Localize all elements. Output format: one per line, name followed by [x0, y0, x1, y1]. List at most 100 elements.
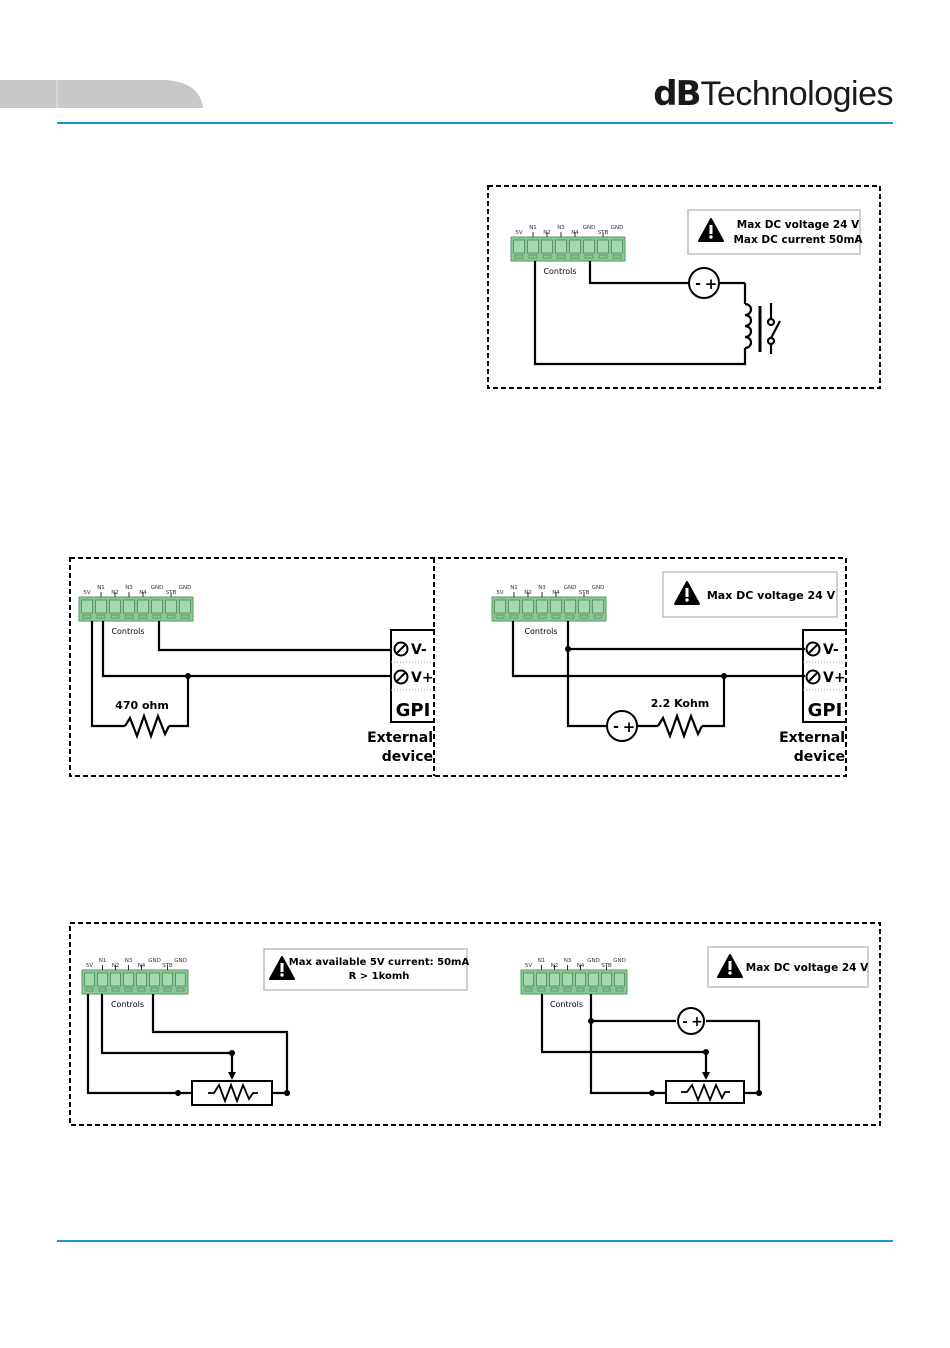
diagram4 — [86, 994, 289, 1106]
gpi-outline — [390, 629, 435, 723]
terminal-screw — [98, 987, 107, 992]
terminal-screw — [602, 987, 611, 992]
terminal-slot — [494, 599, 506, 614]
resistor-label: 2.2 Kohm — [651, 697, 710, 710]
header-rule — [57, 122, 893, 124]
terminal-screw — [576, 987, 585, 992]
warning-icon — [674, 581, 700, 605]
diagram3-source: - + — [606, 710, 638, 742]
exclamation-dot — [685, 598, 689, 602]
wire-n1-vplus — [511, 621, 805, 678]
screw-slot — [395, 643, 407, 655]
terminal-slot — [536, 599, 548, 614]
pin-label: GND — [611, 225, 624, 231]
terminal-screw — [82, 614, 92, 619]
screw-terminal-icon — [393, 669, 409, 685]
terminal-slot — [136, 972, 147, 987]
wire-gnd-source — [588, 261, 689, 285]
terminal-label: Controls — [543, 267, 576, 276]
pin-label: N4 — [571, 230, 579, 236]
terminal-screw — [550, 987, 559, 992]
pin-label: GND — [613, 958, 626, 964]
junction-dot — [756, 1090, 762, 1096]
pin-label: N4 — [552, 590, 560, 596]
diagram1-warning: Max DC voltage 24 V Max DC current 50mA — [687, 209, 863, 255]
wire-5v-pot — [86, 994, 192, 1095]
pin-label: 5V — [86, 963, 93, 969]
terminal-screw — [111, 987, 120, 992]
junction-dot — [185, 673, 191, 679]
terminal-label: Controls — [111, 1000, 144, 1009]
junction-dot — [588, 1018, 594, 1024]
pot-zigzag — [208, 1082, 258, 1104]
wire-resistor-junction — [169, 676, 190, 728]
terminal-slot — [162, 972, 173, 987]
warning-box — [263, 948, 468, 991]
terminal-screw — [495, 614, 505, 619]
terminal-screw — [615, 987, 624, 992]
dc-source-icon — [688, 267, 720, 299]
gpi-terminal-label: V+ — [411, 670, 434, 686]
terminal-screw — [593, 614, 603, 619]
pin-label: 5V — [515, 230, 522, 236]
source-plus: + — [623, 718, 636, 736]
screw-slot — [807, 643, 819, 655]
terminal-slot — [522, 599, 534, 614]
terminal-slot — [513, 239, 525, 254]
warning-text-1: Max DC voltage 24 V — [707, 589, 836, 602]
diagram2-3-frame — [69, 557, 847, 777]
junction-dot — [649, 1090, 655, 1096]
screw-terminal-icon — [805, 669, 821, 685]
wiper-arrow — [702, 1072, 710, 1080]
junction-dot — [721, 673, 727, 679]
terminal-screw — [565, 614, 575, 619]
terminal-label: Controls — [550, 1000, 583, 1009]
terminal-slot — [541, 239, 553, 254]
wire-5v-resistor — [90, 621, 125, 728]
screw-terminal-icon — [393, 641, 409, 657]
diagram3 — [511, 621, 805, 740]
terminal-slot — [583, 239, 595, 254]
external-device-label: External — [779, 730, 845, 746]
gpi-terminal-label: V- — [411, 642, 427, 658]
pin-label: N4 — [138, 963, 146, 969]
exclamation-bar — [709, 225, 713, 234]
terminal-slot — [81, 599, 93, 614]
pin-label: N3 — [538, 585, 546, 591]
external-device-label: device — [382, 749, 433, 765]
pin-label: N1 — [99, 958, 107, 964]
warning-text-2: Max DC current 50mA — [733, 234, 863, 246]
pin-label: N1 — [510, 585, 518, 591]
terminal-slot — [97, 972, 108, 987]
wire-gnd-vminus — [157, 621, 392, 652]
warning-icon — [698, 218, 724, 242]
pin-label: N2 — [551, 963, 559, 969]
potentiometer — [191, 1080, 273, 1106]
junction-dot — [703, 1049, 709, 1055]
pin-label: STB — [162, 963, 173, 969]
terminal-slot — [575, 972, 586, 987]
pin-label: STB — [598, 230, 609, 236]
pin-label: STB — [579, 590, 590, 596]
terminal-slot — [611, 239, 623, 254]
pin-label: GND — [179, 585, 192, 591]
pin-label: N1 — [529, 225, 537, 231]
diagram2 — [90, 621, 392, 740]
pin-label: GND — [583, 225, 596, 231]
terminal-screw — [570, 254, 580, 259]
terminal-slot — [179, 599, 191, 614]
warning-icon — [269, 956, 295, 980]
terminal-screw — [124, 987, 133, 992]
wire-resistor-junction — [702, 676, 726, 728]
pin-label: N2 — [524, 590, 532, 596]
pin-label: N3 — [125, 585, 133, 591]
exclamation-dot — [280, 973, 284, 977]
relay-contact-top — [766, 317, 776, 327]
terminal-screw — [523, 614, 533, 619]
warning-icon — [717, 954, 743, 978]
resistor-label: 470 ohm — [115, 699, 169, 712]
